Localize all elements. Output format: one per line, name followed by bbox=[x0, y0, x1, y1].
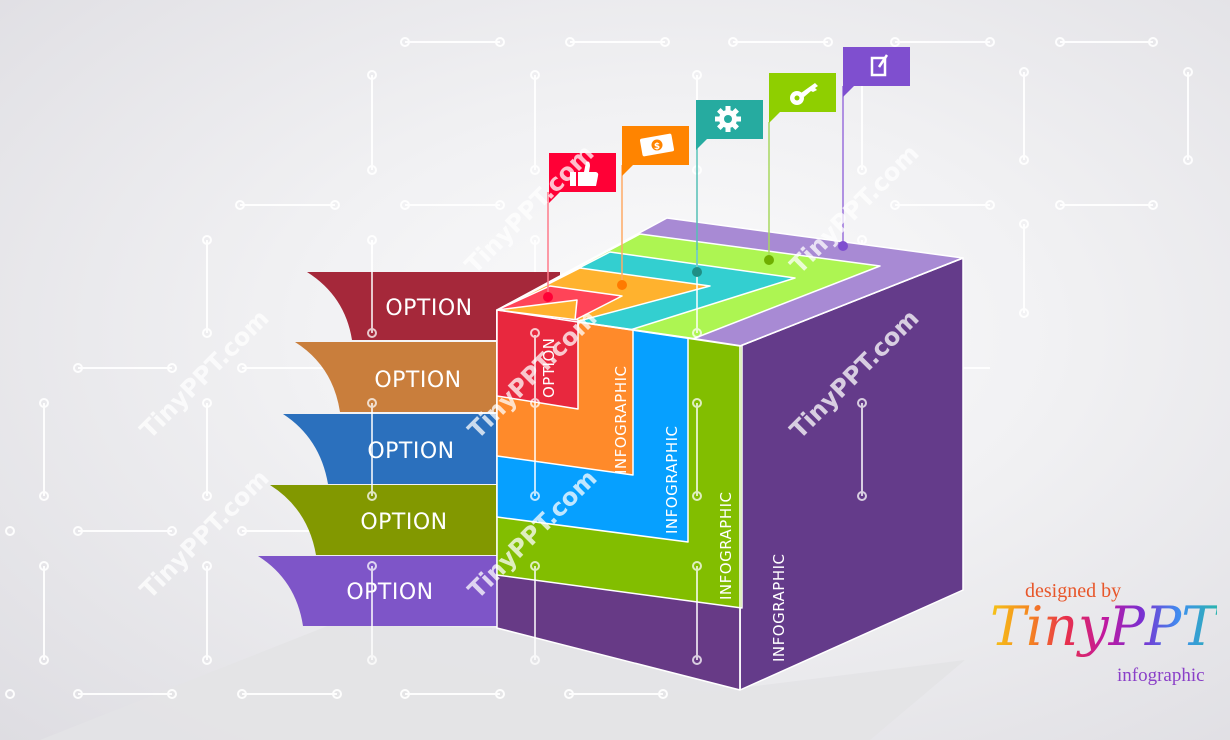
svg-text:TinyPPT.com: TinyPPT.com bbox=[134, 464, 274, 604]
front-layer-1 bbox=[496, 309, 579, 410]
flag-gear bbox=[696, 100, 763, 150]
svg-text:TinyPPT.com: TinyPPT.com bbox=[134, 304, 274, 444]
ribbon-3 bbox=[283, 414, 560, 484]
cube-label-1: OPTION bbox=[540, 338, 558, 398]
ribbon-label-5: OPTION bbox=[346, 580, 433, 605]
top-layer-1 bbox=[496, 285, 623, 321]
layered-cube bbox=[496, 217, 964, 691]
edit-icon bbox=[870, 54, 889, 77]
svg-text:TinyPPT.com: TinyPPT.com bbox=[459, 139, 599, 279]
flag-key bbox=[769, 73, 836, 123]
cube-label-4: INFOGRAPHIC bbox=[717, 491, 735, 600]
cube-label-3: INFOGRAPHIC bbox=[663, 425, 681, 534]
ribbon-label-2: OPTION bbox=[374, 368, 461, 393]
brand-logo: designed by TinyPPT infographic bbox=[985, 575, 1230, 695]
cube-labels: OPTION INFOGRAPHIC INFOGRAPHIC INFOGRAPH… bbox=[540, 338, 788, 662]
money-icon: $ bbox=[639, 133, 675, 157]
cube-circuit-overlay bbox=[367, 240, 867, 665]
ribbon-label-1: OPTION bbox=[385, 296, 472, 321]
cube-shadow bbox=[40, 625, 965, 740]
ribbon-label-4: OPTION bbox=[360, 510, 447, 535]
svg-text:$: $ bbox=[654, 142, 660, 152]
brand-subtitle: infographic bbox=[1117, 665, 1205, 686]
cube-label-2: INFOGRAPHIC bbox=[612, 365, 630, 474]
thumbs-up-icon bbox=[570, 161, 599, 186]
ribbon-label-3: OPTION bbox=[367, 439, 454, 464]
ribbon-5 bbox=[258, 556, 560, 626]
brand-designed-by: designed by bbox=[1025, 580, 1122, 602]
flag-edit bbox=[843, 47, 910, 97]
key-icon bbox=[790, 83, 818, 105]
flag-poles bbox=[543, 86, 848, 302]
ribbon-2 bbox=[295, 342, 560, 412]
cube-label-5: INFOGRAPHIC bbox=[770, 553, 788, 662]
ribbon-4 bbox=[270, 485, 560, 555]
gear-icon bbox=[715, 106, 741, 132]
brand-name: TinyPPT bbox=[990, 595, 1218, 658]
flag-money: $ bbox=[622, 126, 689, 176]
flag-thumbs-up bbox=[549, 153, 616, 203]
